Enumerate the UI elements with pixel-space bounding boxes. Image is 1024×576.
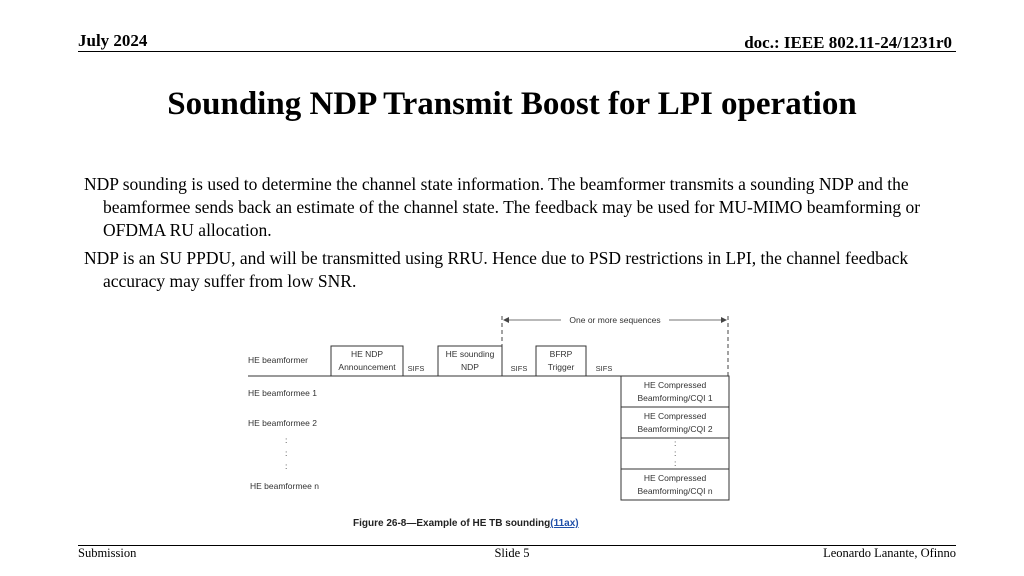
feedback-2-line1: HE Compressed [644, 411, 707, 421]
sequence-label: One or more sequences [569, 315, 660, 325]
bfrp-label-line2: Trigger [548, 362, 575, 372]
row-dots-3: : [285, 461, 287, 471]
sifs-label-1: SIFS [408, 364, 425, 373]
feedback-n-line2: Beamforming/CQI n [637, 486, 712, 496]
figure-caption: Figure 26-8—Example of HE TB sounding(11… [353, 518, 579, 529]
ndpa-label-line2: Announcement [338, 362, 396, 372]
body-paragraph-2: NDP is an SU PPDU, and will be transmitt… [84, 248, 909, 291]
body-paragraph-1: NDP sounding is used to determine the ch… [84, 174, 921, 240]
header-doc-id: doc.: IEEE 802.11-24/1231r0 [744, 33, 952, 52]
feedback-dots-3: : [674, 458, 676, 468]
ndpa-label-line1: HE NDP [351, 349, 383, 359]
footer-rule [78, 545, 956, 546]
feedback-1-line1: HE Compressed [644, 380, 707, 390]
header-rule [78, 51, 956, 52]
footer-submission: Submission [78, 546, 137, 560]
row-label-beamformee-n: HE beamformee n [250, 481, 319, 491]
header-date: July 2024 [78, 31, 148, 50]
row-dots-2: : [285, 448, 287, 458]
bfrp-label-line1: BFRP [550, 349, 573, 359]
feedback-1-line2: Beamforming/CQI 1 [637, 393, 712, 403]
row-dots-1: : [285, 435, 287, 445]
sifs-label-3: SIFS [596, 364, 613, 373]
he-tb-sounding-diagram: One or more sequences HE beamformer HE b… [248, 315, 730, 529]
feedback-dots-2: : [674, 448, 676, 458]
figure-caption-main: Figure 26-8—Example of HE TB sounding [353, 518, 550, 529]
row-label-beamformer: HE beamformer [248, 355, 308, 365]
sifs-label-2: SIFS [511, 364, 528, 373]
ndp-label-line2: NDP [461, 362, 479, 372]
footer-author: Leonardo Lanante, Ofinno [823, 546, 956, 560]
sequence-arrowhead-right [721, 317, 727, 323]
bfrp-trigger-frame [535, 345, 587, 377]
feedback-n-line1: HE Compressed [644, 473, 707, 483]
ndpa-frame [330, 345, 404, 377]
slide-title: Sounding NDP Transmit Boost for LPI oper… [167, 86, 857, 122]
footer-slide-number: Slide 5 [494, 546, 530, 560]
row-label-beamformee-2: HE beamformee 2 [248, 418, 317, 428]
ndp-label-line1: HE sounding [446, 349, 495, 359]
figure-caption-link[interactable]: (11ax) [550, 518, 578, 529]
sequence-arrowhead-left [503, 317, 509, 323]
feedback-2-line2: Beamforming/CQI 2 [637, 424, 712, 434]
ndp-frame [437, 345, 503, 377]
row-label-beamformee-1: HE beamformee 1 [248, 388, 317, 398]
feedback-dots-1: : [674, 438, 676, 448]
